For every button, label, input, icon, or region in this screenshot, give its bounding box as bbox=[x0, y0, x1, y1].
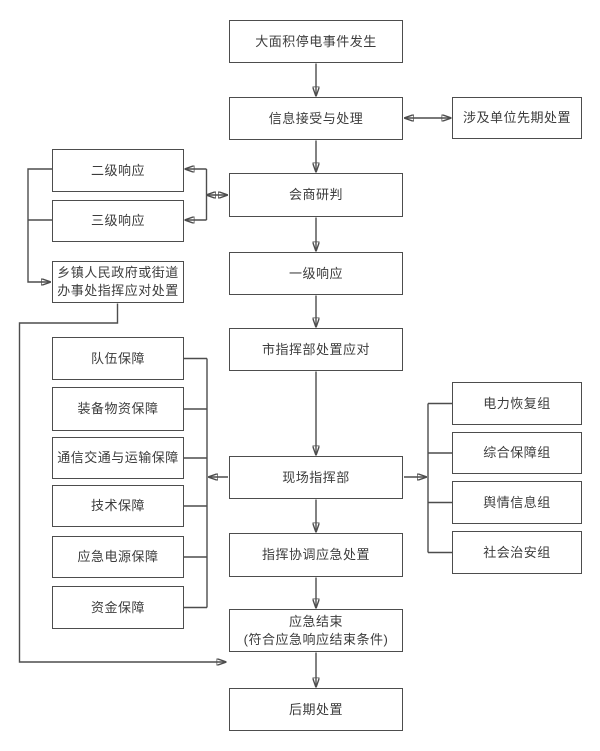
node-consultation: 会商研判 bbox=[229, 173, 403, 217]
node-prior-disposal: 涉及单位先期处置 bbox=[452, 97, 582, 139]
node-team-support: 队伍保障 bbox=[52, 337, 184, 380]
node-equipment-support: 装备物资保障 bbox=[52, 387, 184, 431]
arrow-township-feedback bbox=[18, 303, 227, 663]
node-post-disposal: 后期处置 bbox=[229, 688, 403, 731]
node-tech-support: 技术保障 bbox=[52, 485, 184, 527]
arrow-responses-to-township bbox=[27, 168, 52, 282]
node-level3-response: 三级响应 bbox=[52, 200, 184, 242]
node-city-command: 市指挥部处置应对 bbox=[229, 328, 403, 371]
node-comprehensive-support-group: 综合保障组 bbox=[452, 432, 582, 474]
township-command-line1: 乡镇人民政府或街道 bbox=[57, 265, 179, 280]
node-level1-response: 一级响应 bbox=[229, 252, 403, 295]
node-emergency-end: 应急结束 (符合应急响应结束条件) bbox=[229, 609, 403, 652]
node-command-coordination: 指挥协调应急处置 bbox=[229, 533, 403, 577]
emergency-end-line2: (符合应急响应结束条件) bbox=[243, 631, 389, 647]
node-township-command: 乡镇人民政府或街道 办事处指挥应对处置 bbox=[52, 261, 184, 303]
node-power-restoration-group: 电力恢复组 bbox=[452, 382, 582, 425]
emergency-end-line1: 应急结束 bbox=[288, 613, 343, 629]
township-command-line2: 办事处指挥应对处置 bbox=[57, 283, 179, 298]
node-info-processing: 信息接受与处理 bbox=[229, 97, 403, 140]
node-event: 大面积停电事件发生 bbox=[229, 20, 403, 63]
node-transport-support: 通信交通与运输保障 bbox=[52, 437, 184, 479]
node-fund-support: 资金保障 bbox=[52, 586, 184, 629]
node-public-opinion-group: 舆情信息组 bbox=[452, 481, 582, 524]
node-level2-response: 二级响应 bbox=[52, 149, 184, 192]
node-field-command: 现场指挥部 bbox=[229, 456, 403, 499]
node-power-supply-support: 应急电源保障 bbox=[52, 536, 184, 578]
node-social-security-group: 社会治安组 bbox=[452, 531, 582, 574]
